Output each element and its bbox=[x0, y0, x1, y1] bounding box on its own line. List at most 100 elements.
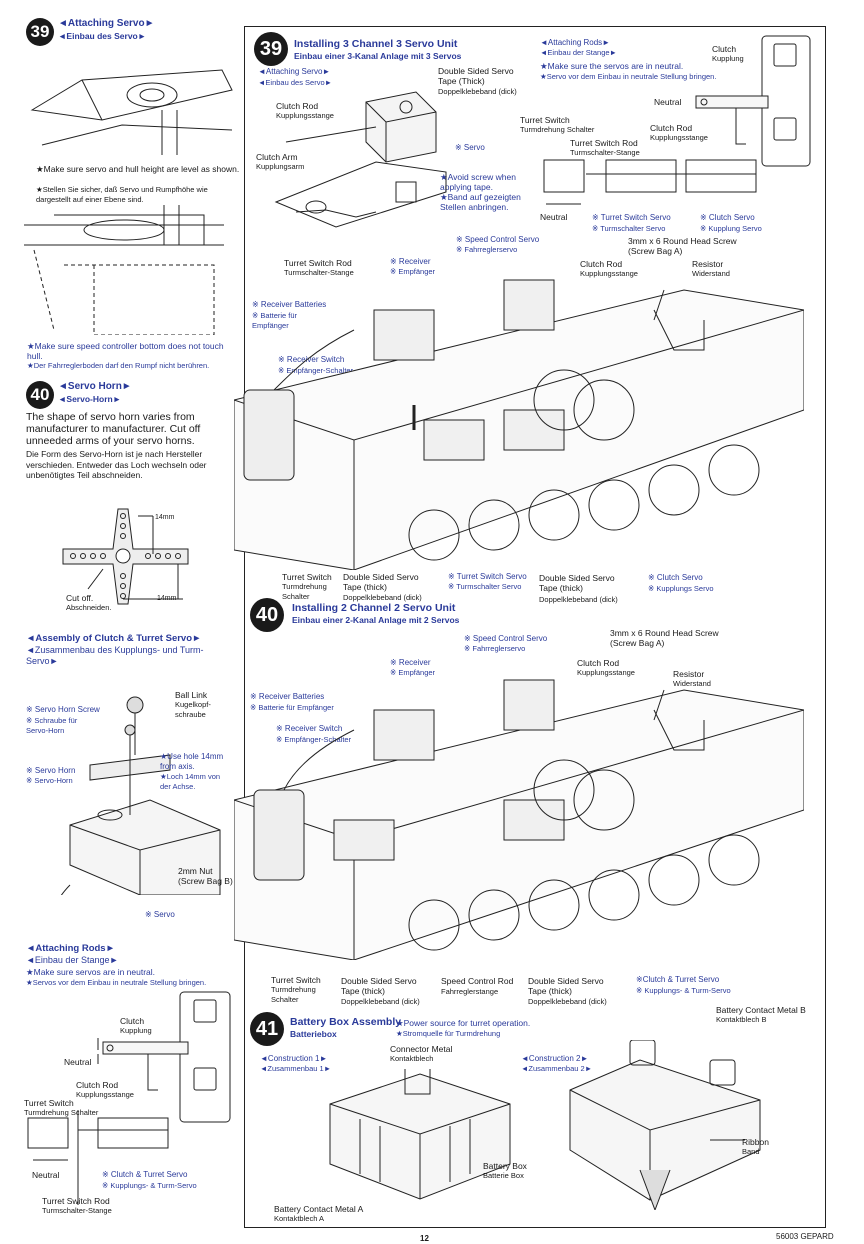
connector-label-en: Connector Metal bbox=[390, 1044, 453, 1054]
battery-box-illustration-2 bbox=[569, 1040, 761, 1210]
r40-speed-label-en: ※ Speed Control Servo bbox=[464, 634, 548, 643]
rods-right-title-en: ◄Attaching Rods► bbox=[540, 38, 611, 47]
rods-left-rod-en: Turret Switch Rod bbox=[42, 1196, 110, 1206]
batteries-label-de: ※ Batterie für Empfänger bbox=[252, 311, 298, 330]
connector-label-de: Kontaktblech bbox=[390, 1054, 434, 1063]
ribbon-label-de: Band bbox=[742, 1147, 760, 1156]
page-number: 12 bbox=[420, 1234, 429, 1243]
r40-resistor-label-de: Widerstand bbox=[673, 679, 711, 688]
receiver-label-en: ※ Receiver bbox=[390, 257, 431, 266]
construction-2-de: ◄Zusammenbau 2► bbox=[521, 1064, 593, 1073]
horn-screw-label-de: ※ Schraube für Servo-Horn bbox=[26, 716, 78, 735]
rods-right-note-en: ★Make sure the servos are in neutral. bbox=[540, 61, 684, 71]
rods-left-rod-de: Turmschalter-Stange bbox=[42, 1206, 112, 1215]
b-tss-label-en: ※ Turret Switch Servo bbox=[448, 572, 527, 581]
speed-servo-label-de: ※ Fahrreglerservo bbox=[456, 245, 518, 254]
servo-horn-illustration bbox=[62, 508, 189, 605]
resistor-label-en: Resistor bbox=[692, 259, 724, 269]
contact-b-label-de: Kontaktblech B bbox=[716, 1015, 767, 1024]
cl-servo-label-en: ※ Clutch Servo bbox=[700, 213, 755, 222]
tape-label-en: Double Sided Servo Tape (Thick) bbox=[438, 66, 514, 86]
step-39-right-title-en: Installing 3 Channel 3 Servo Unit bbox=[294, 38, 458, 50]
contact-b-label-en: Battery Contact Metal B bbox=[716, 1005, 806, 1015]
rods-left-title-en: ◄Attaching Rods► bbox=[26, 943, 115, 954]
hull-3ch-illustration bbox=[234, 279, 804, 570]
nut-label-en: 2mm Nut (Screw Bag B) bbox=[178, 866, 233, 886]
step-39-left-title-en: ◄Attaching Servo► bbox=[58, 18, 155, 29]
rods-right-tsr-de: Turmschalter-Stange bbox=[570, 148, 640, 157]
clutch-rod3-label-en: Clutch Rod bbox=[580, 259, 623, 269]
construction-1-en: ◄Construction 1► bbox=[260, 1054, 328, 1063]
rods-left-neutral-2: Neutral bbox=[32, 1170, 60, 1180]
battery-box-illustration-1 bbox=[329, 1069, 511, 1200]
b-cs-label-en: ※ Clutch Servo bbox=[648, 573, 703, 582]
rods-left-clutch-rod-de: Kupplungsstange bbox=[76, 1090, 134, 1099]
step-41-number: 41 bbox=[250, 1012, 284, 1046]
step-41-title-de: Batteriebox bbox=[290, 1029, 337, 1039]
rods-left-turret-switch-de: Turmdrehung Schalter bbox=[24, 1108, 99, 1117]
step-39-right-title-de: Einbau einer 3-Kanal Anlage mit 3 Servos bbox=[294, 51, 462, 61]
step-41-title-en: Battery Box Assembly bbox=[290, 1016, 402, 1028]
rods-right-illustration bbox=[543, 35, 811, 205]
rods-right-neutral: Neutral bbox=[654, 97, 682, 107]
attaching-servo-title-en: ◄Attaching Servo► bbox=[258, 67, 331, 76]
b-ts-label-en: Turret Switch bbox=[282, 572, 332, 582]
rods-left-title-de: ◄Einbau der Stange► bbox=[26, 955, 119, 965]
servo-horn-dim-2: 14mm bbox=[157, 595, 177, 602]
r40-b-tape-label-de: Doppelklebeband (dick) bbox=[341, 997, 420, 1006]
step-40-left-body-de: Die Form des Servo-Horn ist je nach Hers… bbox=[26, 449, 207, 480]
r40-b-cts-label-en: ※Clutch & Turret Servo bbox=[636, 975, 720, 984]
ts-servo-label-de: ※ Turmschalter Servo bbox=[592, 224, 666, 233]
r40-b-tape-label-en: Double Sided Servo Tape (thick) bbox=[341, 976, 417, 996]
rods-right-note-de: ★Servo vor dem Einbau in neutrale Stellu… bbox=[540, 72, 717, 81]
clutch-rod-label-en: Clutch Rod bbox=[276, 101, 319, 111]
tsr2-label-en: Turret Switch Rod bbox=[284, 258, 352, 268]
rods-left-servo-note-de: ※ Kupplungs- & Turm-Servo bbox=[102, 1181, 197, 1190]
construction-1-de: ◄Zusammenbau 1► bbox=[260, 1064, 332, 1073]
r40-receiver-label-de: ※ Empfänger bbox=[390, 668, 436, 677]
rods-right-clutch-rod-de: Kupplungsstange bbox=[650, 133, 708, 142]
b-tape2-label-de: Doppelklebeband (dick) bbox=[539, 595, 618, 604]
cut-off-label-en: Cut off. bbox=[66, 593, 94, 603]
contact-a-label-en: Battery Contact Metal A bbox=[274, 1204, 364, 1214]
step-40-right-title-en: Installing 2 Channel 2 Servo Unit bbox=[292, 602, 456, 614]
b-cs-label-de: ※ Kupplungs Servo bbox=[648, 584, 714, 593]
tape-label-de: Doppelklebeband (dick) bbox=[438, 87, 517, 96]
rods-right-title-de: ◄Einbau der Stange► bbox=[540, 48, 617, 57]
batteries-label-en: ※ Receiver Batteries bbox=[252, 300, 327, 309]
b-tape-label-de: Doppelklebeband (dick) bbox=[343, 593, 422, 602]
receiver-label-de: ※ Empfänger bbox=[390, 267, 436, 276]
servo-horn-dim-1: 14mm bbox=[155, 514, 175, 521]
servo-label: ※ Servo bbox=[145, 910, 175, 919]
r40-b-ts-label-en: Turret Switch bbox=[271, 975, 321, 985]
attaching-servo-illustration bbox=[274, 91, 447, 228]
r40-b-ts-label-de1: Turmdrehung bbox=[271, 985, 316, 994]
r40-clutch-rod-label-en: Clutch Rod bbox=[577, 658, 620, 668]
right-column-frame bbox=[244, 26, 826, 1228]
ribbon-label-en: Ribbon bbox=[742, 1137, 769, 1147]
servo-label-right: ※ Servo bbox=[455, 143, 485, 152]
rods-left-clutch-en: Clutch bbox=[120, 1016, 145, 1026]
rods-right-clutch-en: Clutch bbox=[712, 44, 737, 54]
rswitch-label-en: ※ Receiver Switch bbox=[278, 355, 345, 364]
clutch-rod-label-de: Kupplungsstange bbox=[276, 111, 334, 120]
step-40-right-number: 40 bbox=[250, 598, 284, 632]
r40-b-ts-label-de2: Schalter bbox=[271, 995, 299, 1004]
step-41-power-en: ★Power source for turret operation. bbox=[396, 1018, 531, 1028]
r40-batteries-label-en: ※ Receiver Batteries bbox=[250, 692, 325, 701]
rods-right-clutch-rod-en: Clutch Rod bbox=[650, 123, 693, 133]
horn-screw-label-en: ※ Servo Horn Screw bbox=[26, 705, 100, 714]
b-tape2-label-en: Double Sided Servo Tape (thick) bbox=[539, 573, 615, 593]
step-39-left-title-de: ◄Einbau des Servo► bbox=[58, 31, 147, 41]
r40-rswitch-label-de: ※ Empfänger-Schalter bbox=[276, 735, 352, 744]
r40-resistor-label-en: Resistor bbox=[673, 669, 705, 679]
use-hole-label-de: ★Loch 14mm von der Achse. bbox=[160, 772, 221, 791]
avoid-label-en: ★Avoid screw when applying tape. bbox=[440, 172, 516, 192]
rods-right-turret-switch-de: Turmdrehung Schalter bbox=[520, 125, 595, 134]
round-screw-label: 3mm x 6 Round Head Screw (Screw Bag A) bbox=[628, 236, 737, 256]
construction-2-en: ◄Construction 2► bbox=[521, 1054, 589, 1063]
rods-left-note-de: ★Servos vor dem Einbau in neutrale Stell… bbox=[26, 978, 207, 987]
step-40-left-title-en: ◄Servo Horn► bbox=[58, 381, 132, 392]
r40-clutch-rod-label-de: Kupplungsstange bbox=[577, 668, 635, 677]
hull-height-illustration bbox=[24, 205, 224, 335]
